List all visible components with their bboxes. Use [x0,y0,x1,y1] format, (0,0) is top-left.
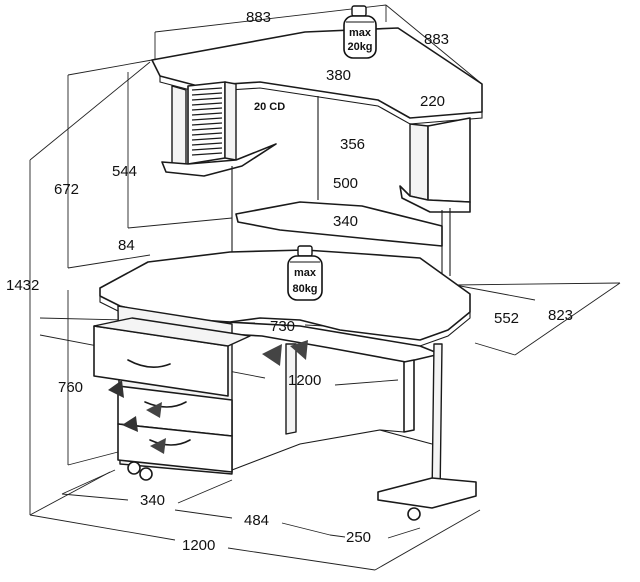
weight-desk-icon: max 80kg [287,245,323,301]
label-drawer-width: 340 [140,492,165,509]
left-post [171,85,187,171]
cd-rack-hatch [191,87,223,156]
label-right-leg: 250 [346,529,371,546]
leg-base [377,477,477,509]
caster-left [127,461,141,475]
label-desk-height: 760 [58,379,83,396]
caster-left-2 [139,467,153,481]
label-total-width: 1200 [182,537,215,554]
right-caster [407,507,421,521]
label-top-depth: 883 [424,31,449,48]
label-desk-depth: 552 [494,310,519,327]
weight-desk-line1: max [294,267,317,279]
label-leg-space: 484 [244,512,269,529]
label-niche-width: 500 [333,175,358,192]
dimension-labels: 883 883 380 220 20 CD 544 672 356 500 34… [6,9,573,554]
label-shelf-depth: 380 [326,67,351,84]
left-small-shelf [161,143,277,177]
drawer-bottom-handle [149,439,191,446]
right-leg [431,343,443,499]
right-cabinet [427,117,471,203]
label-top-width: 883 [246,9,271,26]
weight-desk-line2: 80kg [292,283,317,295]
drawer-middle-handle [144,401,187,408]
right-small-shelf [399,185,471,213]
weight-top-line1: max [349,27,372,39]
label-shelf-side: 220 [420,93,445,110]
label-gap-height: 84 [118,237,135,254]
drawer-bottom [117,423,233,473]
label-upper-height: 544 [112,163,137,180]
right-post [409,123,429,201]
label-cd-capacity: 20 CD [254,101,285,113]
weight-top-line2: 20kg [347,41,372,53]
label-desk-inner-width: 1200 [288,372,321,389]
label-upper-total: 672 [54,181,79,198]
label-desk-total-depth: 823 [548,307,573,324]
upper-hutch [151,27,483,276]
label-niche-height: 356 [340,136,365,153]
label-desk-inner: 730 [270,318,295,335]
label-total-height: 1432 [6,277,39,294]
weight-top-icon: max 20kg [343,5,377,59]
dimension-lines [29,4,621,571]
drawer-pedestal [93,305,308,481]
label-corner-shelf: 340 [333,213,358,230]
drawer-top-handle [127,359,171,368]
